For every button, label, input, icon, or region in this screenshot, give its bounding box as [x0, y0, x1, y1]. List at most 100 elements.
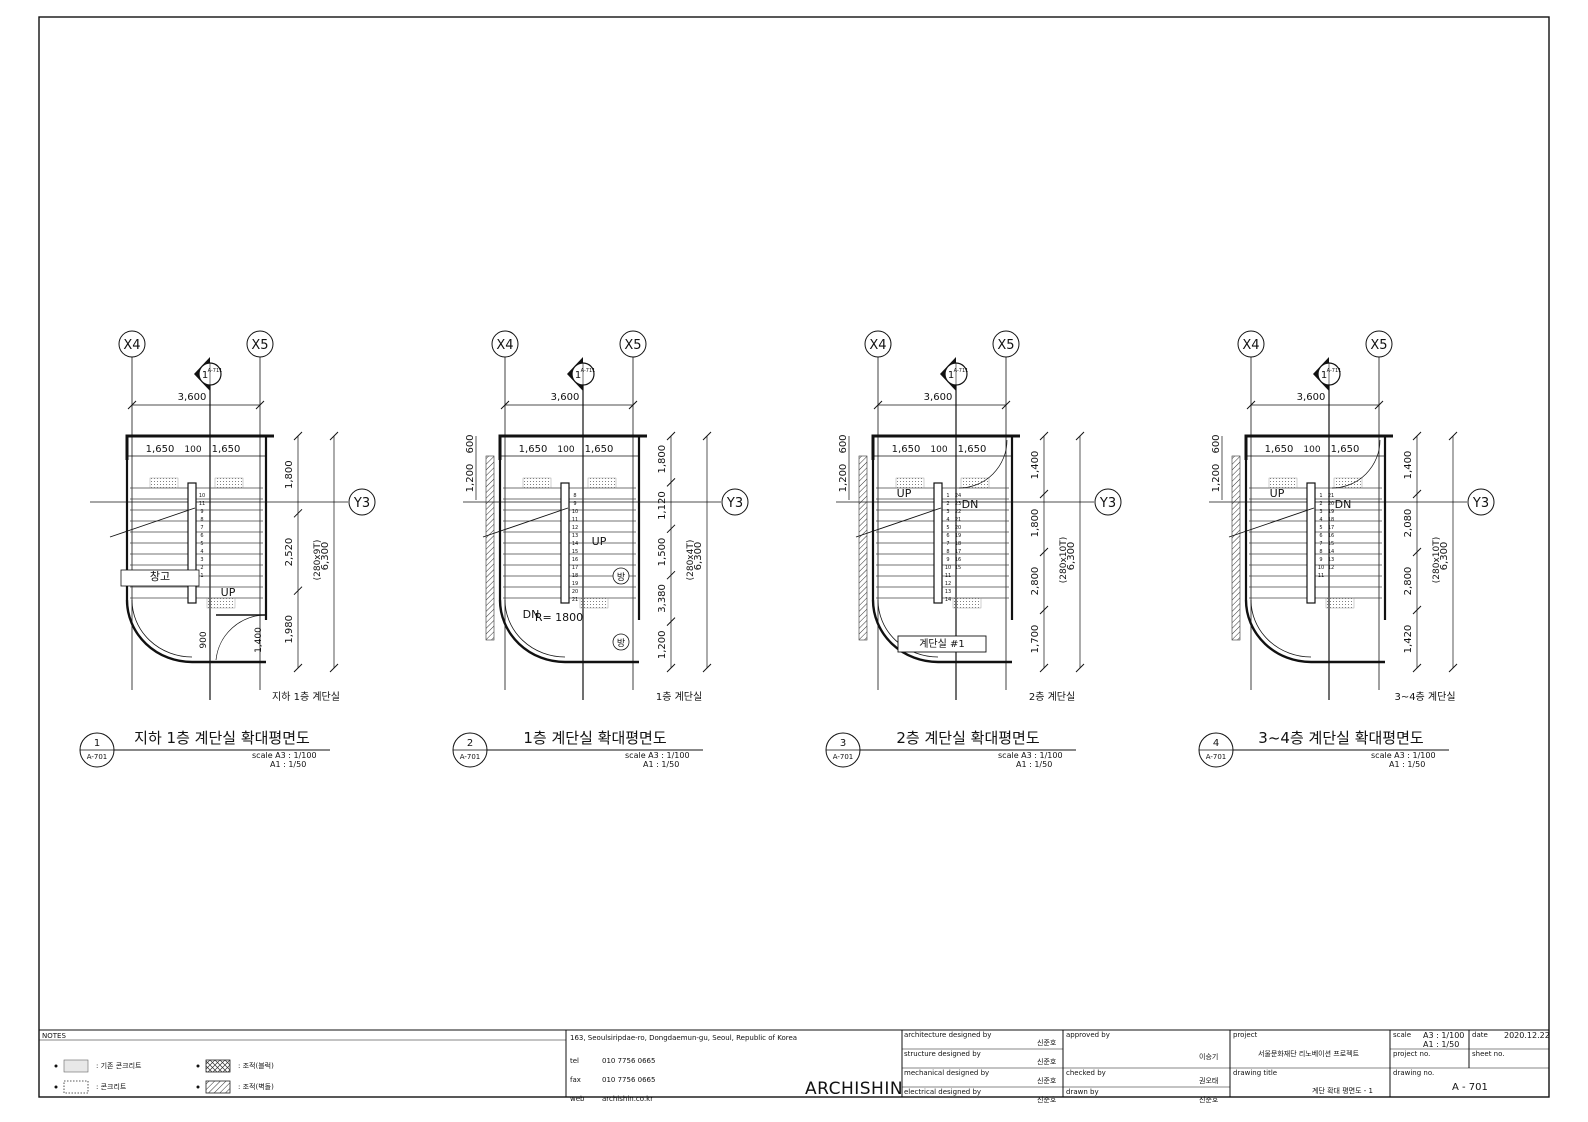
landing-mat: [587, 477, 617, 489]
stair-walls: [1244, 434, 1393, 664]
drawing-no-value: A - 701: [1452, 1082, 1488, 1093]
legend-bullet: [196, 1064, 200, 1068]
landing-mat: [960, 477, 990, 489]
step-number: 20: [1328, 501, 1334, 507]
step-number: 7: [1319, 541, 1322, 547]
scale-label: scale: [1393, 1031, 1412, 1039]
dim-split-left: 1,650: [1265, 444, 1294, 455]
web-label: web: [570, 1095, 585, 1103]
dim-left-1: 600: [1211, 434, 1222, 453]
step-number: 2: [1319, 501, 1322, 507]
drawing-scale-a1: A1 : 1/50: [270, 760, 306, 769]
step-number: 13: [1328, 557, 1334, 563]
step-number: 24: [955, 493, 961, 499]
dim-total: 6,300: [1066, 542, 1077, 571]
step-number: 12: [945, 581, 951, 587]
grid-label-y3: Y3: [726, 496, 743, 511]
step-number: 8: [1319, 549, 1322, 555]
step-number: 19: [1328, 509, 1334, 515]
step-number: 9: [1319, 557, 1322, 563]
grid-label-x5: X5: [997, 338, 1014, 353]
step-number: 10: [1318, 565, 1324, 571]
dim-width: 3,600: [551, 392, 580, 403]
step-number: 22: [955, 509, 961, 515]
door-swing: [1331, 439, 1381, 489]
step-number: 21: [955, 517, 961, 523]
stair-center-rail: [187, 482, 197, 604]
legend-swatch-block: [205, 1059, 231, 1073]
approved-value: 이승기: [1199, 1053, 1219, 1061]
dim-right-segment: 1,700: [1030, 625, 1041, 654]
step-number: 14: [945, 597, 951, 603]
grid-label-x4: X4: [869, 338, 886, 353]
scale-a1-value: A1 : 1/50: [1423, 1040, 1460, 1049]
plan-label: DN: [1335, 498, 1352, 511]
door-swing: [215, 614, 267, 661]
step-number: 6: [1319, 533, 1322, 539]
step-number: 15: [955, 565, 961, 571]
room-label: 3~4층 계단실: [1394, 691, 1455, 703]
step-number: 4: [946, 517, 949, 523]
step-number: 21: [572, 597, 578, 603]
drawn-label: drawn by: [1066, 1088, 1099, 1096]
landing-mat: [522, 477, 552, 489]
dim-right-segment: 1,200: [657, 630, 668, 659]
step-number: 18: [955, 541, 961, 547]
project-label: project: [1233, 1031, 1258, 1039]
grid-label-x4: X4: [496, 338, 513, 353]
step-number: 3: [200, 557, 203, 563]
plan-label: 방: [617, 638, 625, 649]
break-line: [109, 507, 196, 538]
dim-riser: (280x10T): [1059, 537, 1069, 583]
dim-left-1: 600: [465, 434, 476, 453]
grid-bubble-y3: [1094, 488, 1122, 516]
step-number: 17: [572, 565, 578, 571]
drawing-scale-a1: A1 : 1/50: [643, 760, 679, 769]
drawing-no-label: drawing no.: [1393, 1069, 1435, 1077]
grid-label-x5: X5: [251, 338, 268, 353]
room-tag: [612, 633, 630, 651]
landing-mat: [1268, 477, 1298, 489]
grid-label-x5: X5: [624, 338, 641, 353]
step-number: 4: [1319, 517, 1322, 523]
step-number: 9: [573, 501, 576, 507]
grid-bubble-y3: [1467, 488, 1495, 516]
drawing-title: 3~4층 계단실 확대평면도: [1258, 729, 1424, 747]
step-number: 4: [200, 549, 203, 555]
step-number: 1: [200, 573, 203, 579]
drawing-scale-a3: scale A3 : 1/100: [998, 751, 1063, 760]
step-number: 2: [946, 501, 949, 507]
step-number: 8: [946, 549, 949, 555]
legend-bullet: [54, 1064, 58, 1068]
drawing-scale-a1: A1 : 1/50: [1389, 760, 1425, 769]
section-mark-ref: A-711: [581, 368, 596, 374]
dim-right-segment: 1,420: [1403, 625, 1414, 654]
dim-split-mid: 100: [557, 445, 574, 455]
dim-right-segment: 3,380: [657, 584, 668, 613]
plan-label: UP: [1270, 487, 1285, 500]
project-value: 서울문화재단 리노베이션 프로젝트: [1258, 1050, 1360, 1058]
step-number: 18: [1328, 517, 1334, 523]
dim-split-right: 1,650: [585, 444, 614, 455]
step-number: 19: [955, 533, 961, 539]
step-number: 16: [572, 557, 578, 563]
step-number: 5: [1319, 525, 1322, 531]
step-number: 12: [572, 525, 578, 531]
step-number: 15: [1328, 541, 1334, 547]
stair-center-rail: [560, 482, 570, 604]
step-number: 6: [200, 533, 203, 539]
plan-label: UP: [221, 586, 236, 599]
section-mark-number: 1: [202, 370, 208, 381]
step-number: 23: [955, 501, 961, 507]
drawing-scale-a3: scale A3 : 1/100: [252, 751, 317, 760]
dim-right-segment: 2,520: [284, 538, 295, 567]
dim-riser: (280x9T): [313, 540, 323, 581]
grid-label-x5: X5: [1370, 338, 1387, 353]
drawing-scale-a3: scale A3 : 1/100: [625, 751, 690, 760]
dim-total: 6,300: [320, 542, 331, 571]
landing-mat: [1325, 597, 1355, 609]
step-number: 10: [945, 565, 951, 571]
